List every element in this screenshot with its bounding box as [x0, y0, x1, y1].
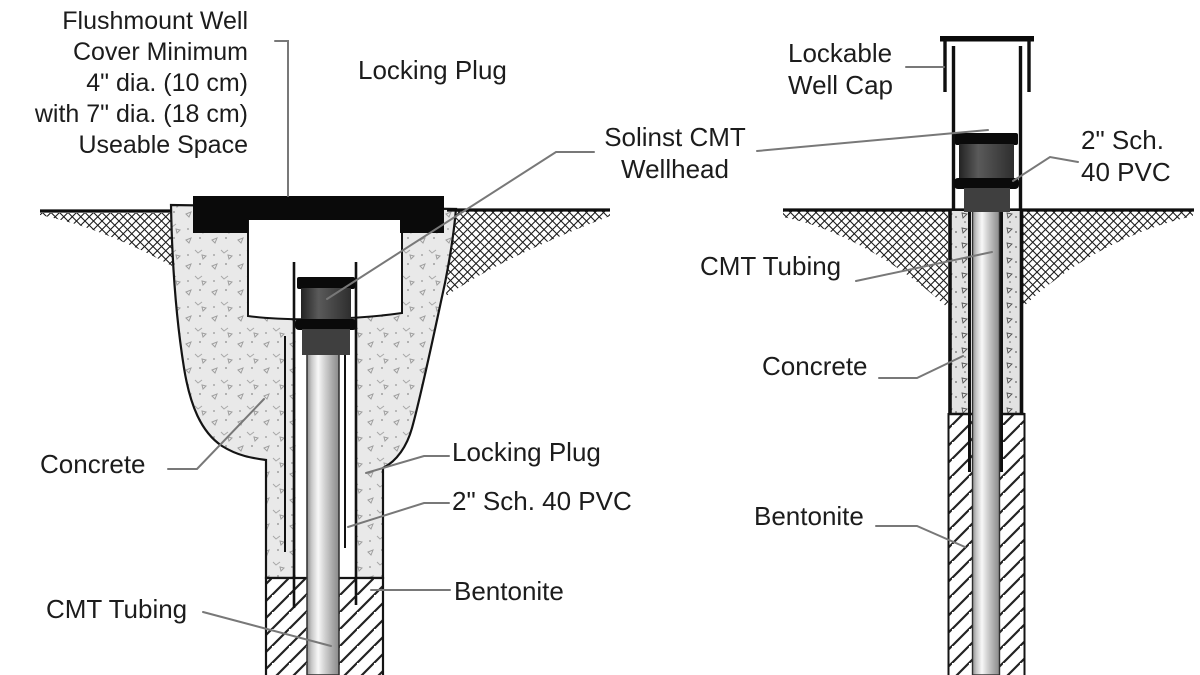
leader-concrete-right — [878, 355, 964, 379]
leader-pvc-right — [1012, 155, 1079, 182]
soil-hatch-left — [40, 213, 172, 266]
leader-locking-plug-side — [365, 455, 450, 474]
label-cmt-tubing-left: CMT Tubing — [46, 594, 188, 624]
concrete-annulus-left — [951, 211, 969, 415]
pvc-casing-left-lines — [292, 262, 358, 608]
label-bentonite-left: Bentonite — [454, 576, 564, 606]
ground-line-left — [40, 208, 610, 213]
locking-plug-stem-lines — [284, 336, 346, 552]
soil-hatch-right-right — [1023, 210, 1193, 307]
leader-cmt-left — [202, 611, 332, 647]
label-cmt-tubing-right: CMT Tubing — [700, 251, 842, 281]
leader-solinst-left — [326, 151, 595, 300]
flushmount-cover — [193, 196, 444, 233]
label-solinst-wellhead: Solinst CMT Wellhead — [604, 122, 746, 184]
leader-bentonite-right — [875, 525, 966, 548]
wellhead-right — [954, 133, 1019, 212]
label-concrete-left: Concrete — [40, 449, 146, 479]
label-lockable-well-cap: Lockable Well Cap — [788, 38, 894, 100]
protective-casing — [951, 46, 1023, 211]
cmt-tube-left — [306, 351, 340, 675]
soil-hatch-right-left — [783, 210, 948, 308]
label-pvc-right: 2" Sch. 40 PVC — [1081, 125, 1171, 187]
label-pvc-left: 2" Sch. 40 PVC — [452, 486, 632, 516]
label-locking-plug-side: Locking Plug — [452, 437, 601, 467]
label-concrete-right: Concrete — [762, 351, 868, 381]
leader-flushmount — [274, 40, 289, 197]
borehole-walls — [948, 211, 1024, 414]
lockable-well-cap — [940, 36, 1034, 92]
label-locking-plug-top: Locking Plug — [358, 55, 507, 85]
leader-lines — [167, 40, 1079, 647]
pvc-casing-right-lines — [968, 211, 1003, 472]
leader-concrete-left — [167, 398, 265, 470]
leader-cmt-right — [855, 251, 993, 282]
leader-solinst-right — [756, 129, 989, 152]
label-flushmount-note: Flushmount Well Cover Minimum 4" dia. (1… — [34, 7, 248, 159]
cmt-tube-right — [971, 210, 1001, 675]
soil-hatch-right — [446, 211, 610, 296]
label-bentonite-right: Bentonite — [754, 501, 864, 531]
left-well-diagram — [40, 196, 610, 675]
wellhead-left — [295, 277, 357, 355]
leader-pvc-left — [347, 502, 450, 528]
concrete-annulus-right — [1001, 211, 1020, 415]
